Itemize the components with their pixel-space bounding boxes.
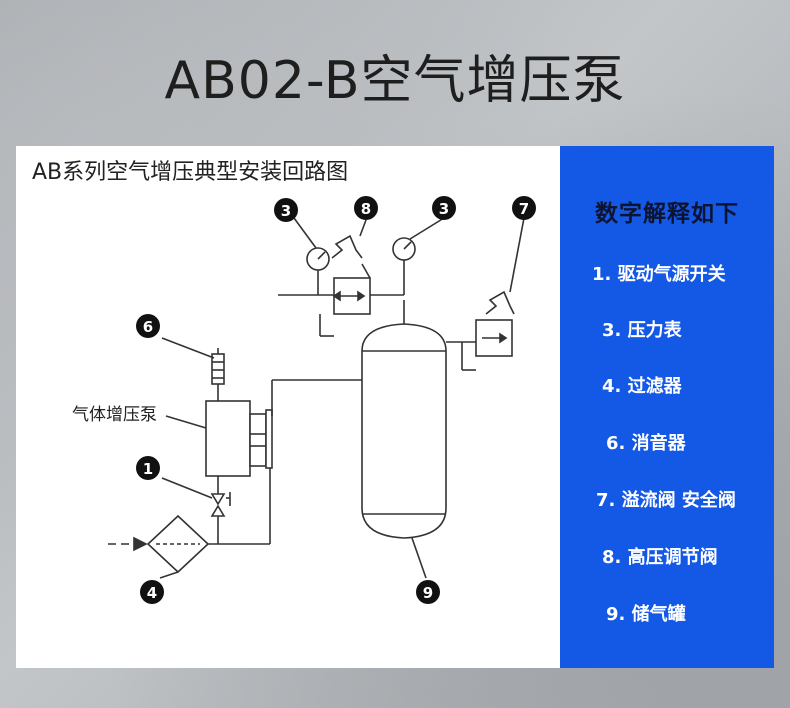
- legend-item-4: 4. 过滤器: [602, 376, 682, 397]
- diagram-title: AB系列空气增压典型安装回路图: [32, 160, 349, 185]
- legend-item-7: 7. 溢流阀 安全阀: [596, 490, 736, 511]
- legend-title: 数字解释如下: [595, 201, 739, 227]
- legend-panel: 数字解释如下 1. 驱动气源开关 3. 压力表 4. 过滤器 6. 消音器 7.…: [560, 146, 774, 668]
- legend-item-3: 3. 压力表: [602, 320, 682, 341]
- legend-item-1: 1. 驱动气源开关: [592, 264, 726, 285]
- page-title: AB02-B空气增压泵: [164, 51, 626, 111]
- marker-6: 6: [136, 314, 160, 338]
- svg-text:4: 4: [147, 584, 157, 602]
- marker-8: 8: [354, 196, 378, 220]
- svg-text:3: 3: [439, 200, 449, 218]
- svg-text:7: 7: [519, 200, 529, 218]
- legend-item-8: 8. 高压调节阀: [602, 547, 718, 568]
- svg-text:6: 6: [143, 318, 153, 336]
- svg-text:3: 3: [281, 202, 291, 220]
- marker-7: 7: [512, 196, 536, 220]
- marker-1: 1: [136, 456, 160, 480]
- svg-text:9: 9: [423, 584, 433, 602]
- inlet-arrow: [133, 536, 148, 552]
- svg-text:8: 8: [361, 200, 371, 218]
- legend-item-6: 6. 消音器: [606, 433, 686, 454]
- storage-tank: [361, 323, 447, 539]
- pump-label: 气体增压泵: [72, 405, 157, 425]
- svg-text:1: 1: [143, 460, 153, 478]
- pump-body: [205, 400, 251, 477]
- marker-4: 4: [140, 580, 164, 604]
- legend-item-9: 9. 储气罐: [606, 604, 686, 625]
- marker-9: 9: [416, 580, 440, 604]
- valve-1-symbol: [210, 504, 226, 517]
- circuit-diagram: 3 8 3 7 6 1 4: [72, 196, 536, 604]
- marker-3-left: 3: [274, 198, 298, 222]
- diagram-panel: AB系列空气增压典型安装回路图: [16, 146, 774, 668]
- marker-3-right: 3: [432, 196, 456, 220]
